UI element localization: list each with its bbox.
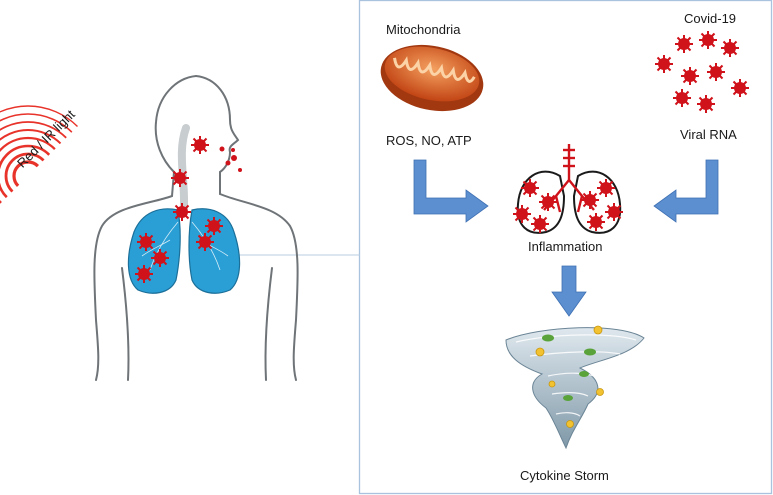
viral-rna-label: Viral RNA [680,127,737,142]
arrows [413,159,719,317]
ros-label: ROS, NO, ATP [386,133,472,148]
trachea [177,124,190,214]
light-waves-icon [0,105,78,226]
inflammation-label: Inflammation [528,239,603,254]
right-panel-frame [358,0,773,495]
exhaled-droplets [219,146,242,172]
virus-icon [654,30,750,114]
tornado-icon [505,325,645,450]
arrow-ros-to-inflammation [413,159,489,223]
inflamed-lung-viruses [512,178,624,234]
inflamed-lungs-icon [516,170,622,234]
human-torso-icon [93,75,299,381]
covid-label: Covid-19 [684,11,737,26]
cytokine-storm-label: Cytokine Storm [520,468,609,483]
mitochondria-icon [380,44,484,112]
arrow-to-storm [551,265,587,317]
mitochondria-label: Mitochondria [386,22,461,37]
lungs-icon [127,208,241,294]
arrow-rna-to-inflammation [653,159,719,223]
